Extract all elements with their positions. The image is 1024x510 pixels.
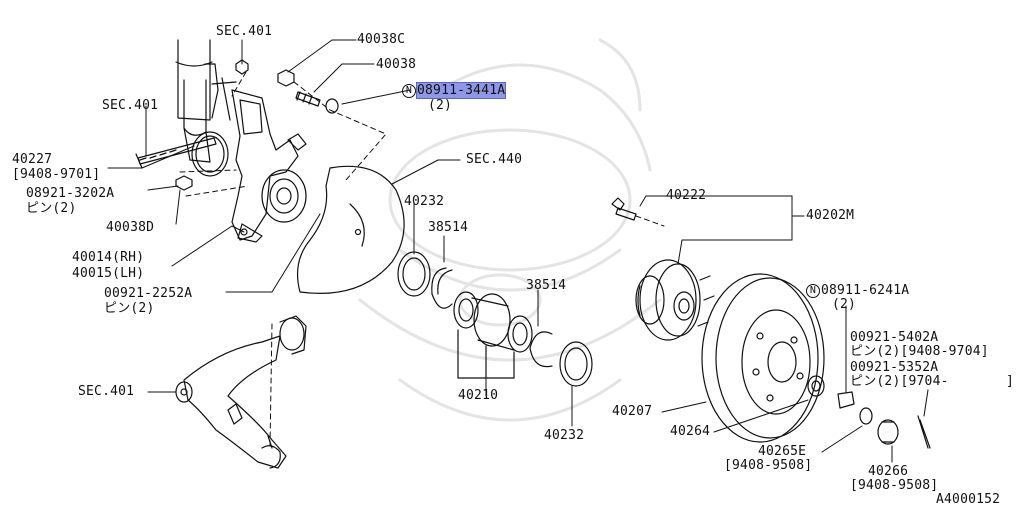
label-08921-3202a: 08921-3202A <box>26 186 115 201</box>
label-sec401-top: SEC.401 <box>216 24 273 39</box>
label-38514-a: 38514 <box>428 220 469 235</box>
label-40264: 40264 <box>670 424 711 439</box>
label-40222: 40222 <box>666 188 707 203</box>
samurai-helmet-watermark <box>358 38 662 422</box>
label-sec440: SEC.440 <box>466 152 523 167</box>
label-00921-5352a: 00921-5352A <box>850 360 939 375</box>
label-00921-2252a-qty: ピン(2) <box>104 301 155 316</box>
label-00921-5402a-qty: ピン(2)[9408-9704] <box>850 344 989 359</box>
label-40232-a: 40232 <box>404 194 445 209</box>
label-40210: 40210 <box>458 388 499 403</box>
bolt-40227 <box>135 137 217 169</box>
label-40265e: 40265E <box>758 444 807 459</box>
leader-lines <box>107 39 929 463</box>
label-08921-3202a-qty: ピン(2) <box>26 201 77 216</box>
label-00921-5352a-qty: ピン(2)[9704- <box>850 374 949 389</box>
label-40202m: 40202M <box>806 208 855 223</box>
nut-40038c <box>277 69 295 87</box>
assembly-dashed-lines <box>179 71 665 447</box>
n-circle-icon: N <box>402 84 416 98</box>
steering-knuckle <box>231 89 307 243</box>
nut-40038d <box>175 175 193 191</box>
washer-40264 <box>807 375 825 397</box>
label-sec401-mid: SEC.401 <box>102 98 159 113</box>
figure-code: A4000152 <box>936 492 1001 507</box>
seal-40232-right <box>559 341 593 387</box>
highlighted-part-number: 08911-3441A <box>415 82 507 99</box>
label-40014: 40014(RH) <box>72 250 145 265</box>
splash-shield <box>297 165 405 294</box>
label-40227-range: [9408-9701] <box>12 167 101 182</box>
label-40015: 40015(LH) <box>72 266 145 281</box>
label-40266-range: [9408-9508] <box>850 478 939 493</box>
brake-rotor-40207 <box>701 273 825 443</box>
label-08911-3441a-qty: (2) <box>428 98 453 113</box>
label-40038: 40038 <box>376 57 417 72</box>
castle-nut-40266 <box>877 419 899 445</box>
label-40266: 40266 <box>868 464 909 479</box>
label-40227: 40227 <box>12 152 53 167</box>
wheel-bearing-40210 <box>453 291 533 353</box>
label-40265e-range: [9408-9508] <box>724 458 813 473</box>
snap-ring-strut <box>191 131 229 177</box>
label-40038c: 40038C <box>357 32 406 47</box>
n-circle-icon: N <box>806 284 820 298</box>
lower-control-arm <box>175 315 307 469</box>
label-38514-b: 38514 <box>526 278 567 293</box>
label-40207: 40207 <box>612 404 653 419</box>
label-40232-b: 40232 <box>544 428 585 443</box>
wheel-hub <box>635 259 715 341</box>
strut-assembly <box>175 39 237 163</box>
label-sec401-low: SEC.401 <box>78 384 135 399</box>
label-00921-2252a: 00921-2252A <box>104 286 193 301</box>
label-40038d: 40038D <box>106 220 155 235</box>
label-00921-5402a: 00921-5402A <box>850 330 939 345</box>
label-08911-6241a-qty: (2) <box>832 297 857 312</box>
bolt-40038 <box>295 91 321 107</box>
label-00921-5352a-end: ] <box>1006 374 1015 389</box>
hub-bolt-40222 <box>611 197 637 221</box>
